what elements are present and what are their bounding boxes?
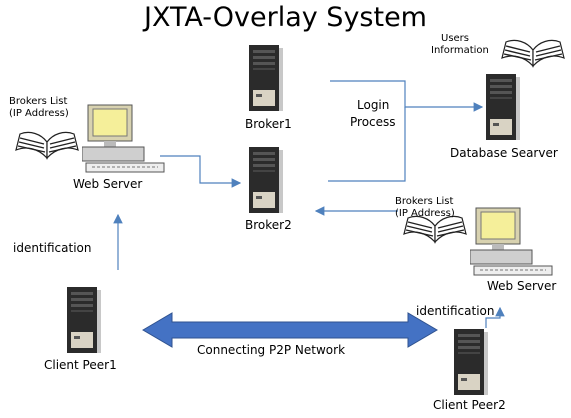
peer2-identification-arrow — [485, 306, 505, 328]
server-tower-icon — [249, 147, 283, 213]
server-tower-icon — [67, 287, 101, 353]
webserver-to-broker2-arrow — [160, 155, 242, 188]
p2p-double-arrow — [142, 312, 438, 348]
brokers-list-left-line2: (IP Address) — [9, 108, 69, 119]
database-label: Database Searver — [450, 146, 558, 160]
open-book-icon — [403, 215, 467, 244]
desktop-computer-icon — [82, 104, 165, 173]
brokers-list-right-line2: (IP Address) — [395, 208, 455, 219]
identification-left-label: identification — [13, 241, 92, 255]
identification-right-label: identification — [416, 304, 495, 318]
broker1-to-database-arrow — [330, 80, 484, 112]
desktop-computer-icon — [470, 207, 553, 276]
open-book-icon — [501, 39, 565, 68]
login-process-line1: Login — [357, 98, 390, 112]
users-info-line1: Users — [441, 33, 470, 44]
broker2-to-database-arrow — [328, 107, 406, 182]
diagram-title: JXTA-Overlay System — [144, 2, 427, 33]
broker1-label: Broker1 — [245, 117, 292, 131]
web-server-right-label: Web Server — [487, 279, 557, 293]
client-peer1-label: Client Peer1 — [44, 358, 117, 372]
server-tower-icon — [454, 329, 488, 395]
p2p-network-label: Connecting P2P Network — [197, 343, 346, 357]
server-tower-icon — [486, 74, 520, 140]
web-server-left-label: Web Server — [73, 177, 143, 191]
broker2-label: Broker2 — [245, 218, 292, 232]
server-tower-icon — [249, 45, 283, 111]
brokers-list-right-line1: Brokers List — [395, 196, 454, 207]
brokers-list-left-line1: Brokers List — [9, 96, 68, 107]
login-process-line2: Process — [350, 115, 396, 129]
client-peer2-label: Client Peer2 — [433, 398, 506, 412]
open-book-icon — [15, 131, 79, 160]
users-info-line2: Information — [431, 45, 489, 56]
